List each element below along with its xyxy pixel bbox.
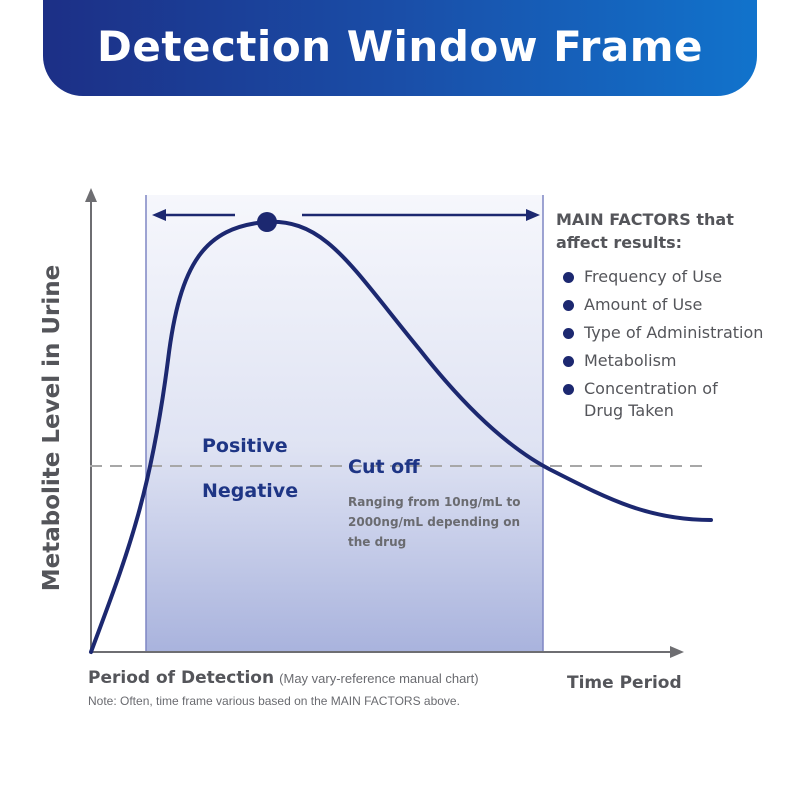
factor-label: Metabolism <box>584 351 677 370</box>
x-axis-arrow-icon <box>670 646 684 658</box>
factor-label: Frequency of Use <box>584 267 723 286</box>
title-banner: Detection Window Frame <box>43 0 757 96</box>
factor-list: Frequency of Use Amount of Use Type of A… <box>556 266 792 422</box>
banner-title: Detection Window Frame <box>97 21 703 71</box>
arrow-right-icon <box>526 209 540 221</box>
y-axis-label: Metabolite Level in Urine <box>39 264 65 592</box>
bullet-icon <box>563 272 574 283</box>
bullet-icon <box>563 328 574 339</box>
negative-label: Negative <box>202 480 299 502</box>
footnote: Note: Often, time frame various based on… <box>88 694 460 708</box>
peak-marker <box>257 212 277 232</box>
metabolite-curve <box>89 219 713 654</box>
bullet-icon <box>563 356 574 367</box>
detection-window-area <box>146 195 543 652</box>
period-note: (May vary-reference manual chart) <box>279 671 479 686</box>
cutoff-description: Ranging from 10ng/mL to 2000ng/mL depend… <box>348 495 521 549</box>
factor-label: Type of Administration <box>584 323 764 342</box>
factors-heading: MAIN FACTORS that affect results: <box>556 210 734 252</box>
factor-item: Concentration of Drug Taken <box>556 378 744 422</box>
factor-item: Type of Administration <box>556 322 792 344</box>
main-factors-panel: MAIN FACTORS that affect results: Freque… <box>556 208 792 428</box>
factor-item: Metabolism <box>556 350 792 372</box>
factor-item: Frequency of Use <box>556 266 792 288</box>
x-axis-label: Time Period <box>567 673 682 693</box>
period-label: Period of Detection <box>88 668 275 688</box>
factor-item: Amount of Use <box>556 294 792 316</box>
arrow-left-icon <box>152 209 166 221</box>
factor-label: Concentration of Drug Taken <box>584 379 718 420</box>
y-axis-arrow-icon <box>85 188 97 202</box>
bullet-icon <box>563 300 574 311</box>
factor-label: Amount of Use <box>584 295 703 314</box>
bullet-icon <box>563 384 574 395</box>
cutoff-label: Cut off <box>348 456 420 478</box>
positive-label: Positive <box>202 435 288 457</box>
period-of-detection: Period of Detection (May vary-reference … <box>88 668 479 688</box>
